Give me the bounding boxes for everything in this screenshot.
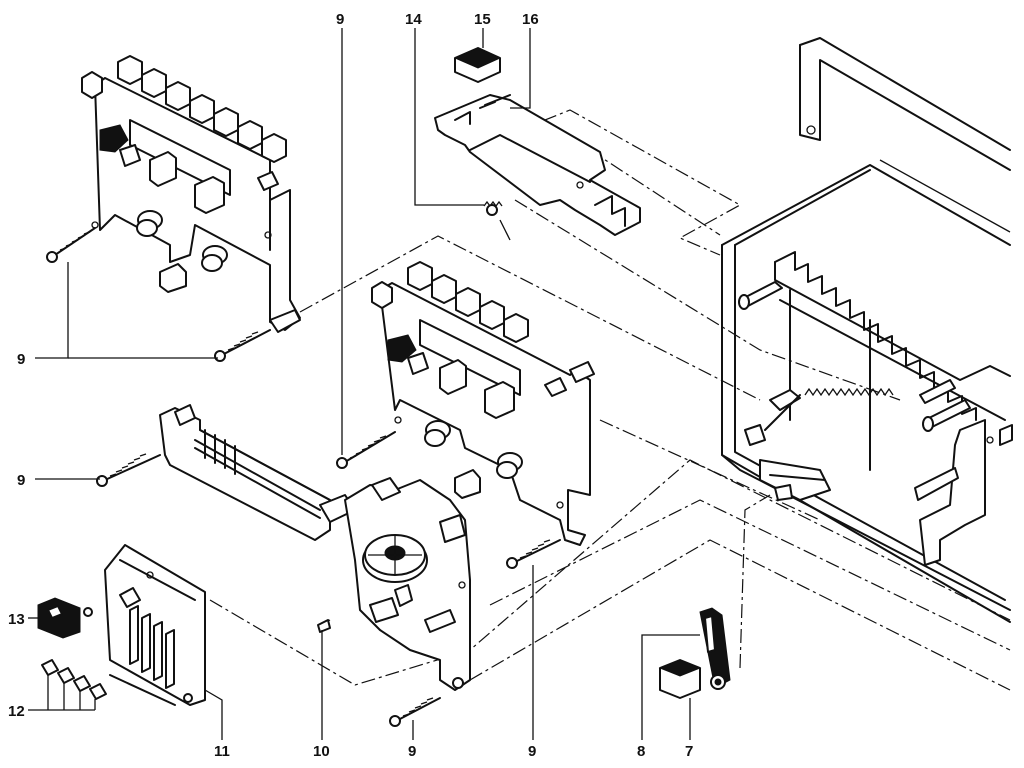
callout-7: 7	[685, 743, 693, 760]
small-caps-12	[41, 659, 107, 700]
callout-9-bottom: 9	[408, 743, 416, 760]
callout-12: 12	[8, 703, 25, 720]
callout-10: 10	[313, 743, 330, 760]
screw-10	[317, 619, 331, 633]
screw-left	[96, 453, 161, 487]
lever-8	[699, 607, 731, 690]
chassis-frame	[721, 37, 1013, 623]
slide-bracket-16	[434, 94, 641, 236]
callout-numbers: 9 14 15 16 9 9 13 12 11 10 9 9 8 7	[8, 11, 693, 760]
callout-13: 13	[8, 611, 25, 628]
key-cap-15	[453, 47, 502, 83]
callout-leaders	[28, 28, 700, 740]
callout-9-top: 9	[336, 11, 344, 28]
part-7	[658, 659, 702, 699]
callout-9-mid: 9	[17, 472, 25, 489]
slider-switch-assembly	[159, 404, 356, 541]
callout-11: 11	[214, 743, 230, 760]
spring-14	[483, 200, 511, 241]
callout-9-right: 9	[528, 743, 536, 760]
callout-9-left: 9	[17, 351, 25, 368]
callout-14: 14	[405, 11, 422, 28]
pushbutton-board-middle	[371, 261, 595, 546]
circuit-board-11	[104, 544, 206, 706]
gear-mechanism	[344, 477, 471, 691]
screw-bottom	[389, 697, 441, 727]
callout-8: 8	[637, 743, 645, 760]
callout-15: 15	[474, 11, 491, 28]
screws-middle	[336, 431, 561, 569]
callout-16: 16	[522, 11, 539, 28]
connector-13	[37, 597, 93, 639]
pushbutton-board-upper	[81, 55, 301, 333]
